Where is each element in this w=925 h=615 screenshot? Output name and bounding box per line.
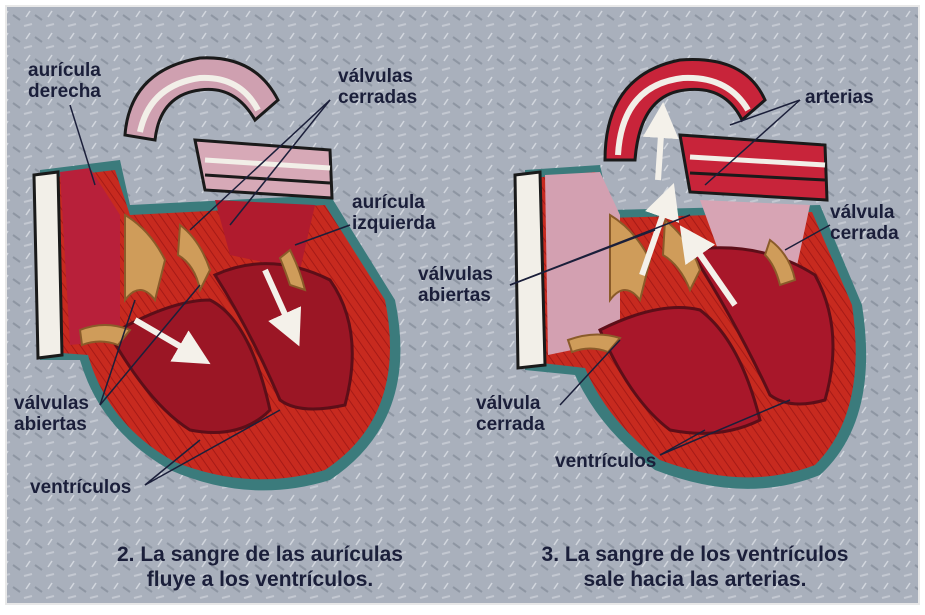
label-valvulas-abiertas: válvulas abiertas (14, 393, 89, 435)
label-valvula-cerrada-top: válvula cerrada (830, 202, 899, 244)
label-auricula-derecha: aurícula derecha (28, 60, 101, 102)
caption-step-2: 2. La sangre de las aurículas fluye a lo… (60, 542, 460, 592)
pulmonary-artery (680, 135, 827, 200)
caption-step-3: 3. La sangre de los ventrículos sale hac… (495, 542, 895, 592)
label-ventriculos: ventrículos (555, 451, 656, 472)
label-ventriculos: ventrículos (30, 477, 131, 498)
label-arterias: arterias (805, 87, 874, 108)
label-valvulas-cerradas: válvulas cerradas (338, 66, 417, 108)
label-valvula-cerrada-bottom: válvula cerrada (476, 393, 545, 435)
label-auricula-izquierda: aurícula izquierda (352, 192, 435, 234)
label-valvulas-abiertas: válvulas abiertas (418, 264, 493, 306)
flow-arrow (658, 120, 662, 180)
